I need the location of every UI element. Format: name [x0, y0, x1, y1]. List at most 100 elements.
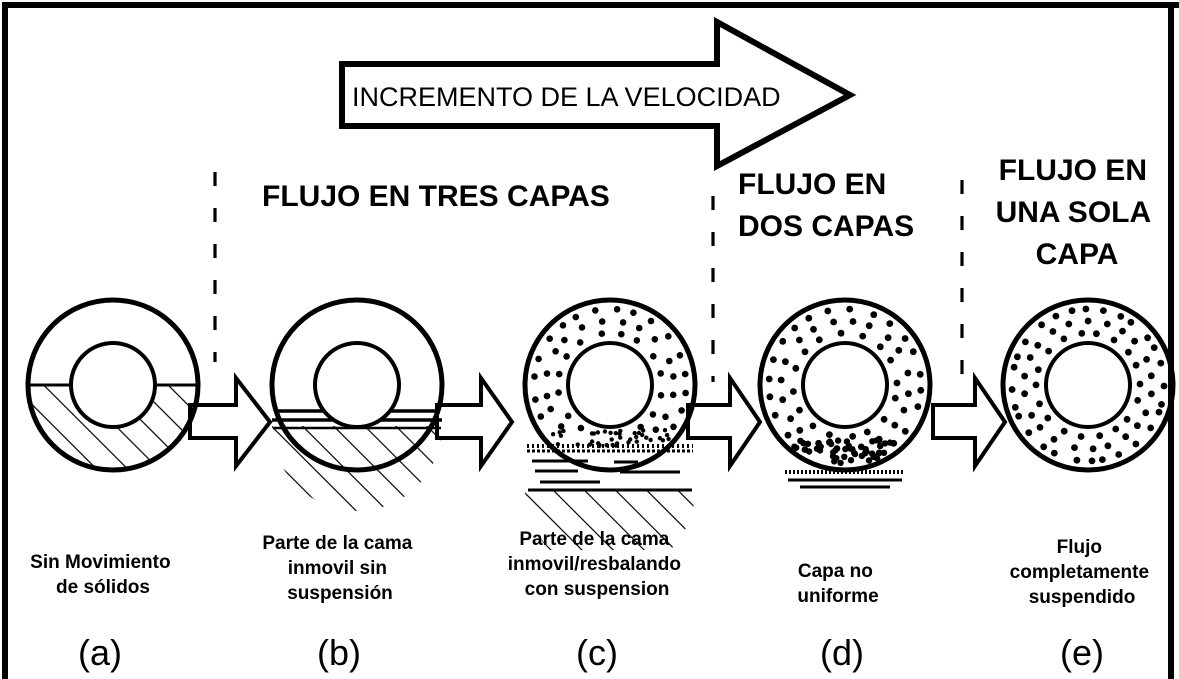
particle: [796, 406, 803, 414]
particle: [619, 319, 627, 326]
particle: [779, 337, 787, 345]
particle: [771, 411, 779, 419]
stage-letter-a: (a): [78, 632, 122, 673]
particle: [1158, 401, 1165, 408]
particle: [1008, 386, 1016, 393]
particle: [784, 431, 792, 439]
particle: [859, 332, 867, 340]
particle: [558, 433, 564, 438]
particle: [1148, 390, 1155, 398]
particle: [837, 329, 845, 337]
particle: [777, 376, 785, 384]
particle: [563, 353, 570, 360]
particle: [916, 370, 924, 378]
particle: [595, 430, 601, 435]
particle: [858, 452, 866, 460]
particle: [891, 421, 899, 429]
particle: [634, 434, 639, 440]
particle: [608, 430, 613, 435]
region-separators: [213, 172, 964, 382]
particle: [870, 453, 877, 461]
particle: [863, 428, 871, 436]
pipe-e-homogeneous: [1000, 297, 1176, 473]
particle: [791, 324, 799, 332]
caption-b: Parte de la cama inmovil sin suspensión: [262, 533, 417, 604]
particle: [817, 443, 824, 450]
transition-arrow-2: [435, 371, 515, 473]
particle: [641, 428, 646, 433]
particle: [681, 370, 689, 378]
particle: [552, 348, 559, 355]
particle: [557, 430, 562, 435]
particle: [1147, 372, 1155, 380]
particle: [805, 448, 813, 455]
particle: [635, 324, 643, 332]
particle: [1050, 449, 1058, 457]
particle: [657, 370, 664, 377]
particle: [841, 453, 848, 460]
particle: [559, 322, 567, 329]
particle: [805, 314, 813, 322]
particle: [648, 437, 653, 443]
particle: [884, 334, 892, 342]
particle: [1021, 390, 1028, 398]
particle: [1103, 320, 1111, 328]
particle: [904, 369, 912, 377]
particle: [618, 330, 625, 338]
particle: [1082, 305, 1090, 313]
particle: [1117, 313, 1125, 320]
particle: [543, 370, 551, 377]
stage-letter-c: (c): [576, 632, 618, 673]
particle: [846, 305, 854, 313]
particle: [1089, 445, 1097, 453]
particle: [901, 427, 909, 435]
particle: [810, 325, 817, 333]
particle: [602, 429, 608, 434]
particle: [1077, 433, 1085, 440]
particle: [555, 370, 563, 378]
particle: [834, 437, 842, 444]
particle: [1028, 411, 1035, 419]
particle: [550, 432, 556, 437]
particle: [1036, 400, 1043, 408]
particle: [1022, 338, 1029, 346]
particle: [893, 379, 901, 387]
particle: [770, 356, 777, 363]
particle: [917, 386, 925, 394]
particle: [886, 439, 894, 446]
particle: [1096, 432, 1104, 440]
particle: [895, 346, 903, 354]
pipe-b-bed-slip-layer: [269, 297, 445, 511]
particle: [618, 428, 623, 434]
particle: [1132, 361, 1140, 369]
particle: [561, 428, 566, 434]
particle: [1115, 451, 1123, 458]
particle: [1125, 348, 1132, 356]
particle: [1136, 380, 1144, 388]
particle: [634, 439, 639, 444]
particle: [1144, 334, 1151, 342]
particle: [1150, 344, 1158, 351]
particle: [589, 431, 595, 436]
particle: [837, 459, 844, 467]
particle: [644, 435, 649, 440]
particle: [815, 336, 823, 344]
particle: [766, 393, 774, 401]
particle: [537, 413, 545, 420]
particle: [1036, 424, 1044, 431]
particle: [678, 407, 685, 414]
particle: [1032, 381, 1040, 389]
particle: [782, 358, 789, 366]
particle: [870, 311, 878, 319]
particle: [546, 335, 553, 343]
particle: [849, 433, 857, 440]
particle: [1026, 354, 1034, 361]
particle: [561, 336, 568, 344]
particle: [609, 437, 614, 442]
particle: [618, 435, 623, 440]
particle: [1071, 444, 1078, 451]
particle: [900, 406, 908, 414]
particle: [1093, 330, 1100, 338]
particle: [636, 430, 642, 436]
